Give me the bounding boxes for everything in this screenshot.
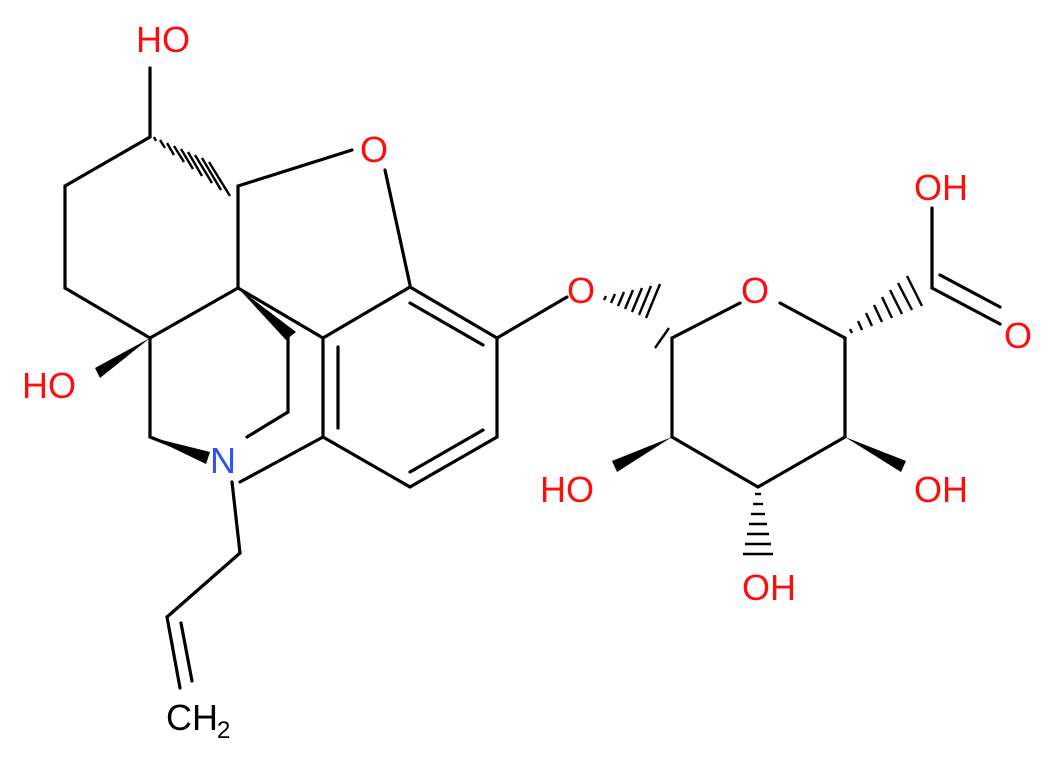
glucuronide-bonds [670, 206, 1002, 489]
hash-bonds [152, 136, 924, 556]
carbonyl-oxygen-label: O [1004, 315, 1032, 356]
hydroxyl-label-top: HO [136, 19, 190, 60]
furan-oxygen-label: O [360, 129, 388, 170]
acid-hydroxyl-label: OH [914, 167, 968, 208]
c2-hydroxyl-label: HO [540, 469, 594, 510]
c3-hydroxyl-label: OH [742, 567, 796, 608]
morphinan-bonds [63, 66, 412, 690]
atom-labels: HO HO O N CH 2 O O OH O HO OH OH [22, 19, 1032, 744]
glycosidic-oxygen-label: O [567, 270, 595, 311]
aromatic-ring-bonds [321, 285, 569, 489]
wedge-bonds [95, 288, 906, 472]
hydroxyl-label-left: HO [22, 365, 76, 406]
c4-hydroxyl-label: OH [914, 469, 968, 510]
ring-oxygen-label: O [741, 270, 769, 311]
methylene-label: CH [166, 697, 218, 738]
methylene-subscript: 2 [217, 717, 230, 744]
amine-nitrogen-label: N [210, 440, 236, 481]
